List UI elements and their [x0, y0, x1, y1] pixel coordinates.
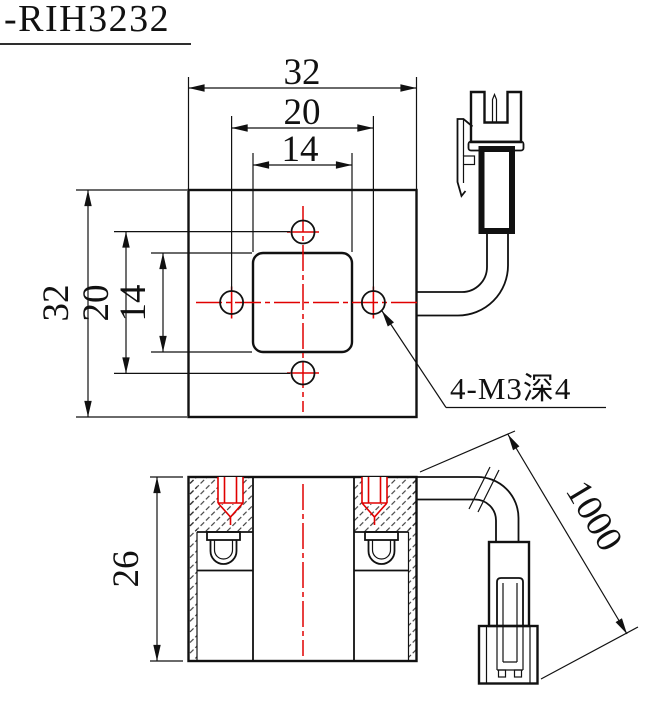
title-block: -RIH3232: [0, 0, 191, 45]
dimension-body-height-26: 26: [106, 476, 183, 662]
bottom-connector: [477, 540, 539, 685]
tapped-hole-clear: [362, 477, 387, 504]
sensor-cap: [364, 531, 399, 541]
cable-inner-edge: [416, 233, 488, 293]
mounting-hole-bottom: [290, 360, 316, 386]
top-view: 32 20 14 32 20 14: [36, 52, 606, 419]
mounting-hole-top: [290, 219, 316, 245]
hatch-left-wall: [188, 477, 197, 661]
latch-outer: [456, 118, 474, 198]
sensor-bulb-inner: [213, 540, 234, 560]
dim-text-hole-spacing-v: 20: [76, 285, 117, 322]
extension-lines: [114, 231, 290, 374]
connector-latch: [456, 118, 476, 198]
dimension-width-32: 32: [187, 52, 418, 189]
top-connector: [456, 90, 525, 234]
terminal-inner: [502, 583, 518, 626]
tapped-hole-section-right: [361, 477, 388, 525]
extension-lines: [419, 430, 639, 680]
cable-top-view: [416, 233, 509, 317]
extension-lines: [150, 476, 183, 662]
inner-wall-lines: [196, 532, 410, 661]
thread-profile: [361, 477, 388, 525]
dimension-hole-spacing-h-20: 20: [231, 92, 374, 291]
dim-text-width: 32: [284, 52, 321, 93]
thread-profile: [217, 477, 244, 525]
dim-text-slot-height: 14: [113, 285, 154, 322]
extension-lines: [187, 77, 418, 189]
section-view: 26: [106, 475, 418, 663]
cable-side-view: [416, 466, 520, 542]
dimension-slot-height-14: 14: [113, 252, 252, 353]
dimension-line: [507, 434, 628, 635]
dimension-height-32: 32: [36, 189, 187, 418]
leader-line: [381, 310, 447, 408]
hole-note-leader: 4-M3深4: [381, 310, 606, 409]
cable-outer-edge: [416, 233, 509, 317]
extension-lines: [76, 189, 187, 418]
tapped-hole-section-left: [217, 477, 244, 525]
sensor-bulb-outer: [367, 540, 396, 565]
sensor-cavity-right: [364, 531, 399, 565]
dim-text-height: 32: [36, 285, 77, 322]
dim-text-slot-width: 14: [282, 129, 319, 170]
sensor-cavity-left: [206, 531, 241, 565]
dim-text-hole-spacing-h: 20: [284, 92, 321, 133]
cable-break-marks: [468, 466, 500, 513]
cable-outer-edge: [416, 476, 520, 542]
extension-lines: [252, 153, 353, 252]
housing-inner-walls: [485, 626, 531, 684]
hatch-right-wall: [408, 477, 417, 661]
body-outline-top: [187, 188, 418, 419]
part-number-title: -RIH3232: [4, 0, 170, 40]
extension-lines: [231, 116, 374, 291]
body-outline-section: [187, 475, 418, 663]
dim-text-body-height: 26: [106, 551, 147, 588]
cable-inner-edge: [416, 498, 497, 542]
extension-lines: [151, 252, 252, 353]
sensor-cap: [206, 531, 241, 541]
terminal-foot-right: [513, 669, 523, 678]
latch-tab: [462, 155, 476, 166]
dim-text-cable-length: 1000: [557, 474, 630, 559]
tapped-hole-clear: [218, 477, 243, 504]
center-channel-walls: [252, 477, 355, 661]
connector-housing: [477, 624, 539, 685]
sensor-bulb-inner: [371, 540, 392, 560]
hole-note: 4-M3深4: [450, 371, 571, 406]
terminal-foot-left: [497, 669, 507, 678]
terminal-outer: [496, 577, 524, 626]
connector-pin: [491, 92, 498, 122]
connector-body: [478, 146, 515, 234]
terminal-in-housing: [496, 626, 524, 671]
sensor-bulb-outer: [209, 540, 238, 565]
dimension-slot-width-14: 14: [252, 129, 353, 252]
dimension-hole-spacing-v-20: 20: [76, 231, 290, 374]
connector-fork: [469, 90, 523, 144]
